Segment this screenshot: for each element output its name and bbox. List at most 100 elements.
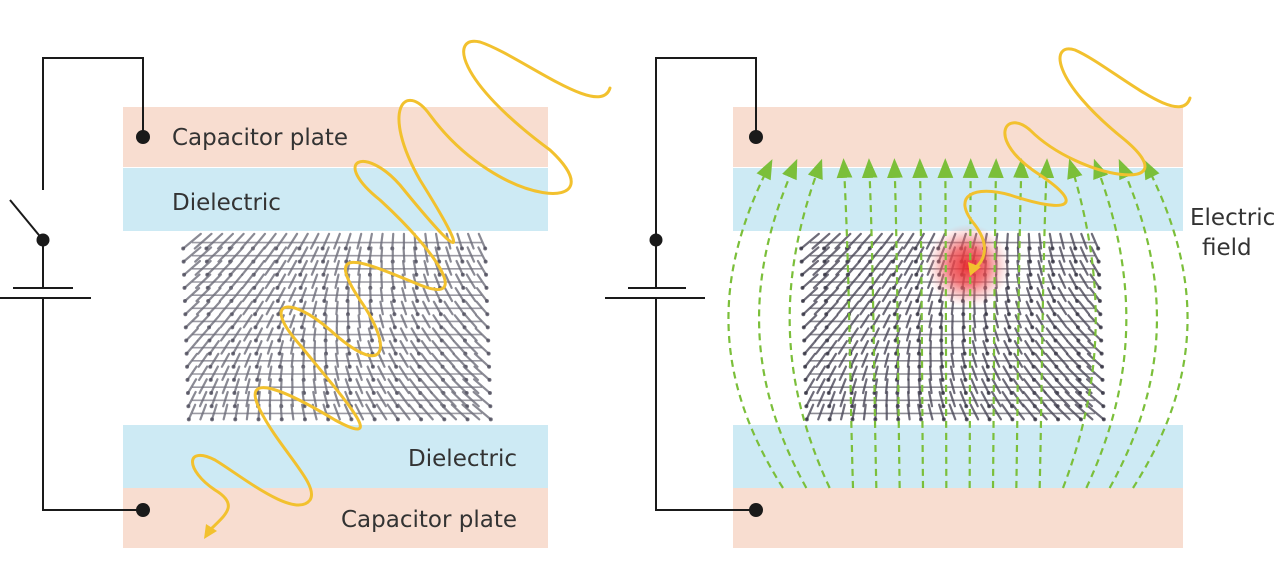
molecule-ligand — [196, 327, 210, 342]
molecule-ligand — [455, 273, 465, 290]
molecule-ligand — [290, 352, 295, 368]
molecule-ligand — [938, 403, 945, 421]
molecule-ligand — [858, 273, 872, 290]
molecule-ligand — [398, 365, 410, 382]
molecule-ligand — [1066, 327, 1080, 342]
molecule-atom — [1099, 351, 1104, 356]
molecule-ligand — [463, 340, 479, 355]
molecule-ligand — [835, 259, 851, 276]
molecule-ligand — [861, 378, 868, 395]
molecule-atom — [1075, 299, 1080, 304]
molecule-ligand — [848, 314, 860, 329]
molecule-ligand — [1078, 300, 1091, 316]
molecule-atom — [419, 417, 424, 422]
molecule-ligand — [233, 378, 240, 395]
molecule-ligand — [368, 300, 373, 316]
molecule-ligand — [1044, 352, 1058, 368]
molecule-atom — [321, 259, 326, 264]
electric-field-line — [1108, 158, 1159, 489]
molecule-ligand — [453, 314, 466, 329]
molecule-atom — [274, 272, 279, 277]
molecule-atom — [392, 299, 396, 304]
molecule-atom — [914, 272, 919, 277]
molecule-ligand — [804, 378, 816, 395]
molecule-ligand — [1054, 378, 1070, 395]
molecule-ligand — [244, 378, 251, 395]
molecule-atom — [803, 391, 808, 396]
molecule-ligand — [419, 378, 433, 395]
molecule-ligand — [440, 390, 457, 408]
molecule-atom — [1007, 338, 1012, 343]
molecule-atom — [321, 285, 326, 290]
molecule-atom — [1097, 272, 1102, 277]
molecule-ligand — [824, 273, 840, 290]
molecule-ligand — [1067, 287, 1079, 303]
molecule-atom — [414, 285, 419, 290]
molecule-atom — [826, 391, 831, 396]
molecule-ligand — [207, 287, 222, 303]
molecule-ligand — [1002, 365, 1013, 382]
molecule-ligand — [959, 403, 968, 421]
molecule-ligand — [209, 352, 220, 368]
molecule-atom — [913, 246, 918, 251]
molecule-atom — [984, 325, 989, 330]
molecule-atom — [1008, 364, 1013, 369]
molecule-ligand — [265, 287, 276, 303]
molecule-ligand — [185, 327, 199, 342]
molecule-ligand — [301, 378, 306, 395]
molecule-atom — [1029, 312, 1034, 317]
molecule-ligand — [1068, 259, 1078, 276]
molecule-ligand — [333, 403, 341, 421]
molecule-atom — [962, 351, 967, 356]
molecule-ligand — [891, 232, 904, 250]
molecule-ligand — [1044, 365, 1058, 382]
molecule-ligand — [357, 300, 361, 316]
molecule-ligand — [275, 259, 287, 276]
molecule-ligand — [287, 246, 298, 263]
molecule-atom — [800, 299, 805, 304]
molecule-ligand — [816, 390, 826, 408]
molecule-ligand — [812, 259, 830, 276]
electric-field-line — [962, 158, 979, 489]
molecule-atom — [1100, 377, 1105, 382]
molecule-ligand — [990, 403, 1003, 421]
molecule-ligand — [346, 327, 350, 342]
molecule-ligand — [826, 340, 838, 355]
molecule-atom — [483, 259, 488, 264]
molecule-ligand — [927, 403, 934, 421]
molecule-atom — [186, 404, 191, 409]
molecule-ligand — [410, 340, 421, 355]
molecule-ligand — [245, 403, 250, 421]
molecule-ligand — [980, 378, 990, 395]
molecule-ligand — [870, 300, 881, 316]
molecule-ligand — [431, 352, 444, 368]
molecule-ligand — [422, 273, 430, 290]
molecule-ligand — [894, 314, 902, 329]
molecule-atom — [827, 417, 832, 422]
molecule-ligand — [825, 300, 839, 316]
molecule-ligand — [334, 273, 340, 290]
molecule-atom — [1097, 299, 1102, 304]
molecule-atom — [394, 364, 399, 369]
molecule-ligand — [1043, 378, 1059, 395]
molecule-ligand — [409, 352, 421, 368]
molecule-ligand — [870, 287, 882, 303]
molecule-ligand — [357, 314, 362, 329]
molecule-atom — [416, 351, 421, 356]
molecule-ligand — [476, 259, 488, 276]
molecule-ligand — [208, 340, 220, 355]
molecule-atom — [1031, 351, 1036, 356]
molecule-ligand — [376, 378, 387, 395]
molecule-ligand — [434, 246, 441, 263]
molecule-ligand — [390, 273, 395, 290]
molecule-ligand — [430, 365, 445, 382]
molecule-ligand — [950, 352, 955, 368]
molecule-ligand — [398, 352, 409, 368]
molecule-ligand — [869, 259, 883, 276]
molecule-ligand — [1014, 314, 1022, 329]
molecule-atom — [298, 272, 303, 277]
molecule-atom — [987, 404, 992, 409]
molecule-ligand — [432, 314, 443, 329]
molecule-atom — [941, 391, 946, 396]
molecule-ligand — [244, 365, 252, 382]
